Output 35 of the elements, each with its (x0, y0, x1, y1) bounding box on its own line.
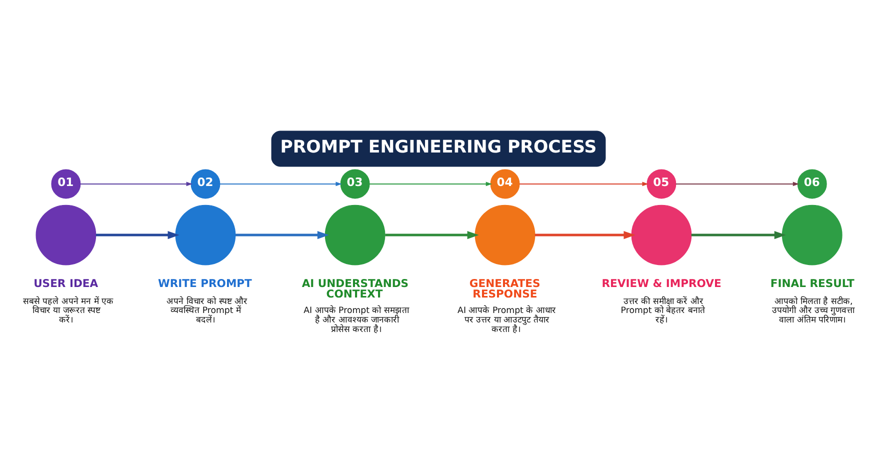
node-label: AI आपके Prompt के आधार पर उत्तर या आउटपुट तैयार करता है। (458, 306, 556, 335)
node-label: सबसे पहले अपने मन में एक विचार या जरूरत स्पष्ट करें। (22, 296, 114, 326)
node-circle: 04 (490, 169, 520, 199)
node-circle: 05 (646, 169, 676, 199)
arrow (385, 231, 479, 240)
arrow (96, 231, 180, 240)
node-label: GENERATES RESPONSE (469, 276, 540, 301)
arrow (691, 231, 786, 240)
node-circle (36, 204, 96, 266)
node-circle: 02 (190, 169, 220, 199)
arrow (219, 182, 342, 186)
node-circle (175, 204, 236, 266)
node-label: आपको मिलता है सटीक, उपयोगी और उच्च गुणवत्ता वाला अंतिम परिणाम। (772, 296, 854, 326)
node-label: FINAL RESULT (770, 276, 854, 290)
node-label: उत्तर की समीक्षा करें और Prompt को बेहतर बनाते रहें। (620, 296, 705, 326)
node-circle (631, 204, 692, 266)
node-circle: 01 (51, 169, 81, 199)
arrow (519, 182, 648, 186)
diagram-title: PROMPT ENGINEERING PROCESS (280, 137, 597, 158)
node-label: WRITE PROMPT (158, 276, 252, 290)
node-circle: 06 (797, 169, 827, 199)
node-label: USER IDEA (34, 276, 98, 290)
node-label: REVIEW & IMPROVE (602, 276, 722, 290)
node-label: AI आपके Prompt को समझता है और आवश्यक जानकारी प्रोसेस करता है। (304, 306, 410, 335)
node-circle: 03 (340, 169, 370, 199)
arrow (235, 231, 329, 240)
node-circle (782, 204, 842, 266)
node-label: AI UNDERSTANDS CONTEXT (302, 276, 409, 301)
arrow (534, 231, 636, 240)
node-label: अपने विचार को स्पष्ट और व्यवस्थित Prompt में बदलें। (166, 296, 248, 326)
node-circle (324, 204, 386, 266)
node-circle (474, 204, 536, 266)
arrow (369, 182, 492, 186)
arrow (80, 182, 192, 186)
arrow (675, 182, 800, 186)
